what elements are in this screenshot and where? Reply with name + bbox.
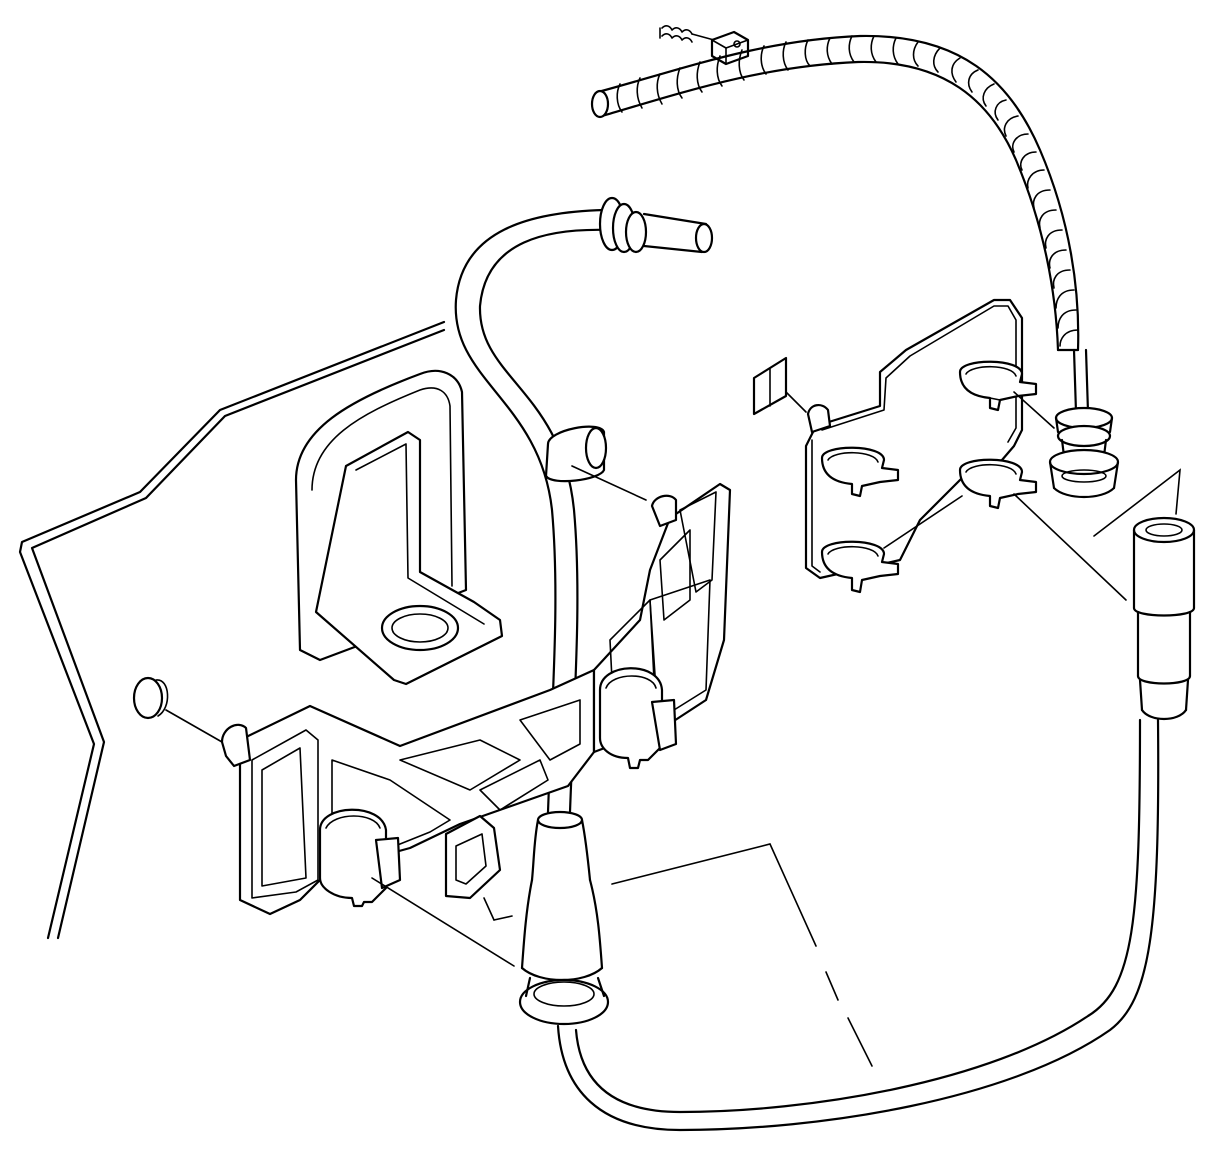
retaining-clip-left-icon <box>820 446 900 498</box>
lower-grommet-icon <box>518 810 610 1026</box>
end-fitting-icon <box>1132 516 1196 721</box>
upper-grommet-icon <box>1048 406 1120 498</box>
top-plug-grommet-icon <box>598 196 714 254</box>
push-pin-upper-icon <box>544 425 608 483</box>
spiral-wrapped-cable-icon <box>590 34 1090 414</box>
body-panel-outline <box>18 320 446 940</box>
retaining-clip-middle-icon <box>958 458 1038 510</box>
set-screw-icon <box>659 25 715 43</box>
mounting-bracket-icon <box>220 369 732 916</box>
callout-lines <box>371 391 1181 1067</box>
retaining-clip-top-icon <box>958 360 1038 412</box>
push-pin-left-icon <box>132 676 169 720</box>
clamp-block-icon <box>710 30 750 66</box>
clip-bracket-icon <box>804 298 1024 580</box>
leader-pin-upper <box>571 465 647 501</box>
bracket-clip-upper-icon <box>598 667 678 770</box>
retaining-clip-bottom-icon <box>820 540 900 594</box>
leader-pin-right <box>785 391 807 413</box>
bracket-clip-lower-icon <box>318 808 402 908</box>
main-cable-icon <box>454 208 1160 1132</box>
leader-pin-left <box>165 709 223 743</box>
push-pin-right-icon <box>752 356 788 416</box>
